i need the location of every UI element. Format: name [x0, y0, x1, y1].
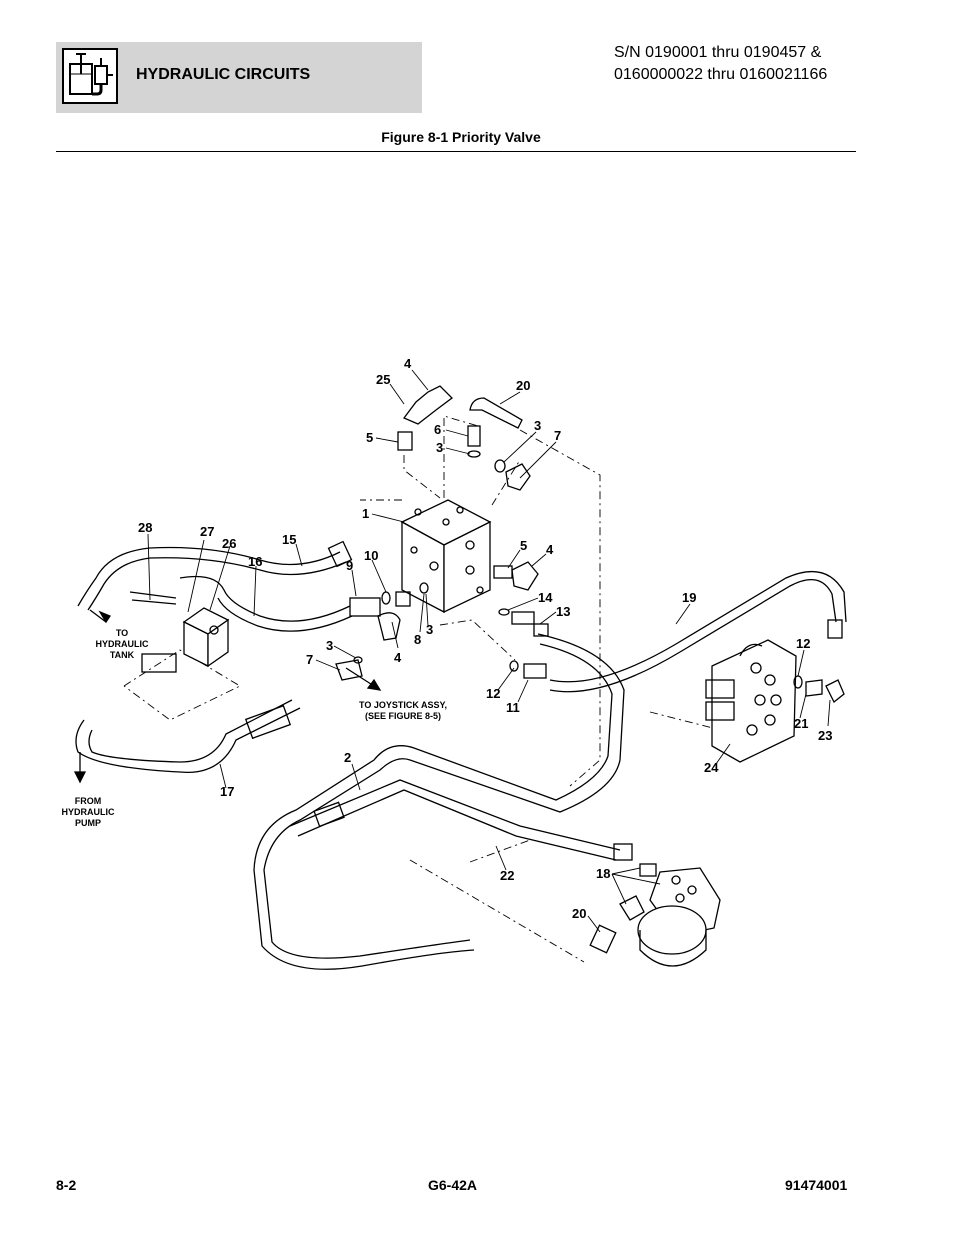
callout-7: 7 — [306, 652, 313, 667]
callout-11: 11 — [506, 700, 520, 715]
note-pump-line2: HYDRAULIC — [62, 807, 115, 817]
callout-5: 5 — [520, 538, 527, 553]
callout-12: 12 — [486, 686, 500, 701]
callout-27: 27 — [200, 524, 214, 539]
callout-3: 3 — [534, 418, 541, 433]
callout-26: 26 — [222, 536, 236, 551]
section-title: HYDRAULIC CIRCUITS — [136, 66, 311, 83]
callout-21: 21 — [794, 716, 808, 731]
note-pump-line1: FROM — [75, 796, 102, 806]
note-tank-line3: TANK — [110, 650, 135, 660]
callout-3: 3 — [326, 638, 333, 653]
note-tank-line2: HYDRAULIC — [96, 639, 149, 649]
callout-19: 19 — [682, 590, 696, 605]
callout-20: 20 — [516, 378, 530, 393]
callout-14: 14 — [538, 590, 553, 605]
callout-3: 3 — [426, 622, 433, 637]
control-valve — [705, 639, 797, 763]
callout-16: 16 — [248, 554, 262, 569]
callout-4: 4 — [394, 650, 402, 665]
figure-title: Figure 8-1 Priority Valve — [381, 129, 541, 145]
callout-8: 8 — [414, 632, 421, 647]
callout-4: 4 — [404, 356, 412, 371]
callout-2: 2 — [344, 750, 351, 765]
callout-20: 20 — [572, 906, 586, 921]
callout-23: 23 — [818, 728, 832, 743]
callout-6: 6 — [434, 422, 441, 437]
callout-7: 7 — [554, 428, 561, 443]
callout-22: 22 — [500, 868, 514, 883]
callout-17: 17 — [220, 784, 234, 799]
callout-15: 15 — [282, 532, 296, 547]
callout-10: 10 — [364, 548, 378, 563]
callout-18: 18 — [596, 866, 610, 881]
note-pump-line3: PUMP — [75, 818, 101, 828]
callout-9: 9 — [346, 558, 353, 573]
priority-valve-block — [400, 499, 492, 614]
note-joystick-line1: TO JOYSTICK ASSY, — [359, 700, 447, 710]
callout-13: 13 — [556, 604, 570, 619]
model-number: G6-42A — [428, 1177, 478, 1193]
callout-1: 1 — [362, 506, 369, 521]
serial-line-2: 0160000022 thru 0160021166 — [614, 66, 828, 83]
header-rule — [56, 151, 856, 152]
note-tank-line1: TO — [116, 628, 128, 638]
callout-25: 25 — [376, 372, 390, 387]
note-joystick-line2: (SEE FIGURE 8-5) — [365, 711, 441, 721]
callout-12: 12 — [796, 636, 810, 651]
callout-5: 5 — [366, 430, 373, 445]
callout-24: 24 — [704, 760, 719, 775]
page-number: 8-2 — [56, 1177, 77, 1193]
callout-3: 3 — [436, 440, 443, 455]
callout-28: 28 — [138, 520, 152, 535]
section-header: HYDRAULIC CIRCUITS — [56, 42, 422, 113]
serial-range: S/N 0190001 thru 0190457 & 0160000022 th… — [614, 42, 854, 86]
hydraulic-circuit-icon — [62, 48, 118, 104]
callout-4: 4 — [546, 542, 554, 557]
document-number: 91474001 — [785, 1177, 848, 1193]
serial-line-1: S/N 0190001 thru 0190457 & — [614, 44, 822, 61]
